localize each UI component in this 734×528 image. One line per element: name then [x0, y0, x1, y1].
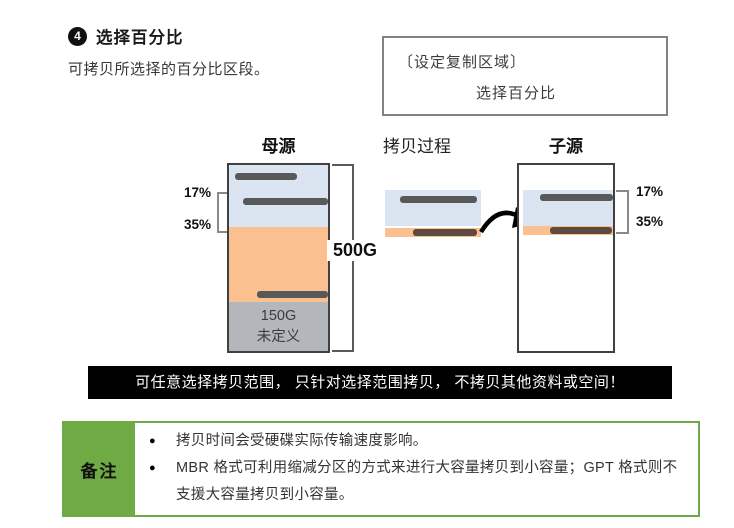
- note-content: ● 拷贝时间会受硬碟实际传输速度影响。 ● MBR 格式可利用缩减分区的方式来进…: [135, 423, 698, 515]
- source-disk: 150G 未定义: [227, 163, 330, 353]
- note-item-text: MBR 格式可利用缩减分区的方式来进行大容量拷贝到小容量；GPT 格式则不支援大…: [176, 460, 678, 503]
- source-percent-top-label: 17%: [183, 185, 211, 200]
- data-bar: [413, 229, 477, 236]
- source-undefined-area: 150G 未定义: [229, 302, 328, 351]
- target-disk: [517, 163, 615, 353]
- note-item: ● 拷贝时间会受硬碟实际传输速度影响。: [149, 428, 688, 455]
- copied-segment-orange: [385, 228, 481, 237]
- step-number-badge: 4: [68, 26, 87, 46]
- data-bar: [550, 227, 612, 234]
- data-bar: [257, 291, 328, 298]
- undefined-size-label: 150G: [260, 308, 297, 324]
- data-bar: [540, 194, 613, 201]
- target-disk-title: 子源: [549, 137, 583, 156]
- note-item-text: 拷贝时间会受硬碟实际传输速度影响。: [176, 433, 428, 449]
- target-percent-bracket: [616, 190, 629, 234]
- bullet-icon: ●: [149, 462, 156, 474]
- bullet-icon: ●: [149, 435, 156, 447]
- undefined-text-label: 未定义: [256, 329, 301, 345]
- target-percent-bottom-label: 35%: [636, 214, 664, 229]
- copied-segment-blue: [385, 190, 481, 226]
- target-partition-orange: [523, 226, 613, 235]
- source-capacity-label: 500G: [327, 240, 383, 261]
- data-bar: [235, 173, 297, 180]
- source-percent-bottom-label: 35%: [183, 217, 211, 232]
- note-box: 备注 ● 拷贝时间会受硬碟实际传输速度影响。 ● MBR 格式可利用缩减分区的方…: [62, 421, 700, 517]
- step-heading: 4 选择百分比: [68, 24, 184, 48]
- page-title: 选择百分比: [96, 29, 184, 47]
- menu-box-line1: 〔设定复制区域〕: [398, 54, 527, 71]
- page-subtitle: 可拷贝所选择的百分比区段。: [68, 61, 270, 78]
- source-partition-blue: [229, 165, 328, 227]
- note-label: 备注: [64, 423, 135, 515]
- note-item: ● MBR 格式可利用缩减分区的方式来进行大容量拷贝到小容量；GPT 格式则不支…: [149, 455, 688, 509]
- menu-reference-box: [382, 36, 668, 116]
- copy-process-title: 拷贝过程: [383, 137, 451, 156]
- source-partition-orange: [229, 227, 328, 325]
- menu-box-line2: 选择百分比: [476, 85, 557, 102]
- source-percent-bracket: [217, 192, 227, 233]
- target-percent-top-label: 17%: [636, 184, 664, 199]
- target-partition-blue: [523, 190, 613, 226]
- highlight-banner: 可任意选择拷贝范围， 只针对选择范围拷贝， 不拷贝其他资料或空间！: [88, 366, 672, 399]
- data-bar: [400, 196, 477, 203]
- source-disk-title: 母源: [261, 137, 296, 156]
- data-bar: [243, 198, 328, 205]
